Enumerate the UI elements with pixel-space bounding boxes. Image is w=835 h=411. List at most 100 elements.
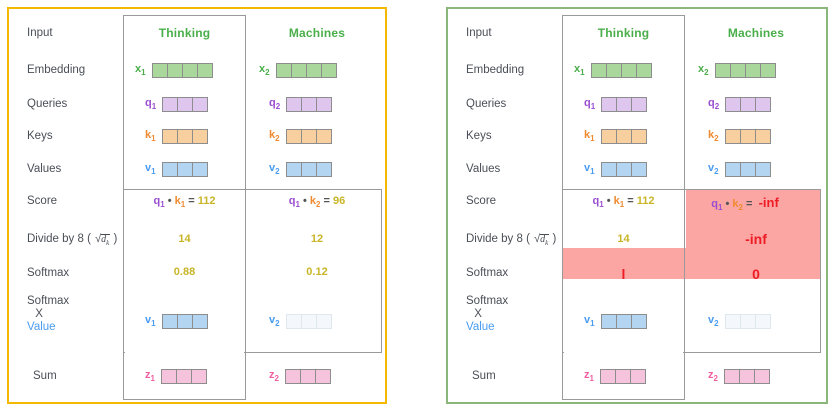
- vector-cells: [161, 129, 208, 144]
- vector-cells: [162, 97, 209, 112]
- vector-queries-2: q2: [708, 97, 772, 112]
- vector-cell: [300, 129, 317, 144]
- divide-value-thinking: 14: [178, 233, 191, 245]
- vector-values-1: v1: [145, 162, 208, 177]
- vector-label: k2: [708, 129, 719, 144]
- vector-label: z2: [269, 369, 279, 384]
- vector-cell: [600, 129, 617, 144]
- vector-cell: [740, 97, 757, 112]
- vector-cell: [305, 63, 322, 78]
- vector-label: q2: [708, 97, 720, 112]
- vector-cell: [191, 314, 208, 329]
- score-value-machines: q1 • k2 = 96: [288, 195, 346, 210]
- vector-values-2: v2: [269, 162, 332, 177]
- vector-sum-1: z1: [145, 369, 207, 384]
- vector-cell: [315, 129, 332, 144]
- row-label-queries: Queries: [466, 98, 507, 110]
- vector-cells: [600, 129, 647, 144]
- outline-join-mask-bottom: [564, 350, 683, 355]
- vector-cell: [286, 97, 303, 112]
- vector-cell: [196, 63, 213, 78]
- vector-cell: [300, 314, 317, 329]
- outline-join-mask-top: [564, 191, 683, 195]
- vector-label: k1: [584, 129, 595, 144]
- vector-cells: [285, 314, 332, 329]
- column-header-thinking: Thinking: [158, 26, 211, 40]
- row-label-sum: Sum: [472, 370, 496, 382]
- vector-queries-2: q2: [269, 97, 333, 112]
- softmax-value-machines: 0: [752, 266, 760, 282]
- row-label-keys: Keys: [27, 130, 53, 142]
- row-label-softmax-line2: X: [35, 308, 43, 321]
- vector-cell: [285, 162, 302, 177]
- vector-values-2: v2: [708, 162, 771, 177]
- vector-cell: [285, 314, 302, 329]
- vector-cell: [290, 63, 307, 78]
- vector-cell: [725, 97, 742, 112]
- vector-cell: [755, 97, 772, 112]
- vector-cell: [151, 63, 168, 78]
- softmax-value-thinking: l: [621, 266, 626, 282]
- vector-cell: [316, 97, 333, 112]
- vector-cell: [630, 162, 647, 177]
- vector-label: x1: [574, 63, 585, 78]
- vector-cell: [744, 63, 761, 78]
- vector-values-1: v1: [584, 162, 647, 177]
- vector-cell: [615, 129, 632, 144]
- vector-cells: [601, 97, 648, 112]
- vector-cell: [166, 63, 183, 78]
- score-value-thinking: q1 • k1 = 112: [153, 195, 216, 210]
- score-value-machines: q1 • k2 = -inf: [711, 195, 779, 213]
- row-label-sum: Sum: [33, 370, 57, 382]
- vector-queries-1: q1: [145, 97, 209, 112]
- column-header-thinking: Thinking: [597, 26, 650, 40]
- vector-cell: [615, 162, 632, 177]
- vector-cell: [739, 314, 756, 329]
- row-label-softmax: Softmax: [27, 267, 70, 279]
- vector-label: v2: [708, 162, 719, 177]
- vector-sum-2: z2: [708, 369, 770, 384]
- vector-cell: [315, 314, 332, 329]
- vector-cell: [724, 129, 741, 144]
- vector-cell: [176, 162, 193, 177]
- vector-cell: [754, 314, 771, 329]
- row-label-values: Values: [466, 163, 501, 175]
- divide-value-thinking: 14: [617, 233, 630, 245]
- vector-cells: [725, 97, 772, 112]
- vector-cell: [162, 97, 179, 112]
- vector-cell: [191, 162, 208, 177]
- vector-label: z2: [708, 369, 718, 384]
- vector-cell: [635, 63, 652, 78]
- vector-keys-2: k2: [269, 129, 332, 144]
- vector-softmax_value-1: v1: [584, 314, 647, 329]
- row-label-score: Score: [466, 195, 497, 207]
- vector-embedding-2: x2: [259, 63, 337, 78]
- vector-cells: [160, 369, 207, 384]
- masked-softmax-highlight: [563, 248, 686, 279]
- vector-cell: [175, 369, 192, 384]
- vector-cell: [631, 97, 648, 112]
- vector-cell: [600, 162, 617, 177]
- vector-label: q1: [584, 97, 596, 112]
- vector-cell: [724, 314, 741, 329]
- vector-cell: [754, 129, 771, 144]
- masked-score-highlight: [686, 190, 820, 279]
- vector-label: v2: [269, 162, 280, 177]
- vector-cell: [739, 129, 756, 144]
- vector-cell: [754, 162, 771, 177]
- vector-label: v1: [145, 314, 156, 329]
- vector-cell: [177, 97, 194, 112]
- vector-keys-2: k2: [708, 129, 771, 144]
- vector-cell: [181, 63, 198, 78]
- vector-cells: [600, 314, 647, 329]
- vector-cell: [759, 63, 776, 78]
- vector-label: v1: [584, 162, 595, 177]
- row-label-divide: Divide by 8 ( √dk ): [466, 233, 557, 247]
- vector-cells: [723, 369, 770, 384]
- vector-cell: [714, 63, 731, 78]
- vector-cell: [723, 369, 740, 384]
